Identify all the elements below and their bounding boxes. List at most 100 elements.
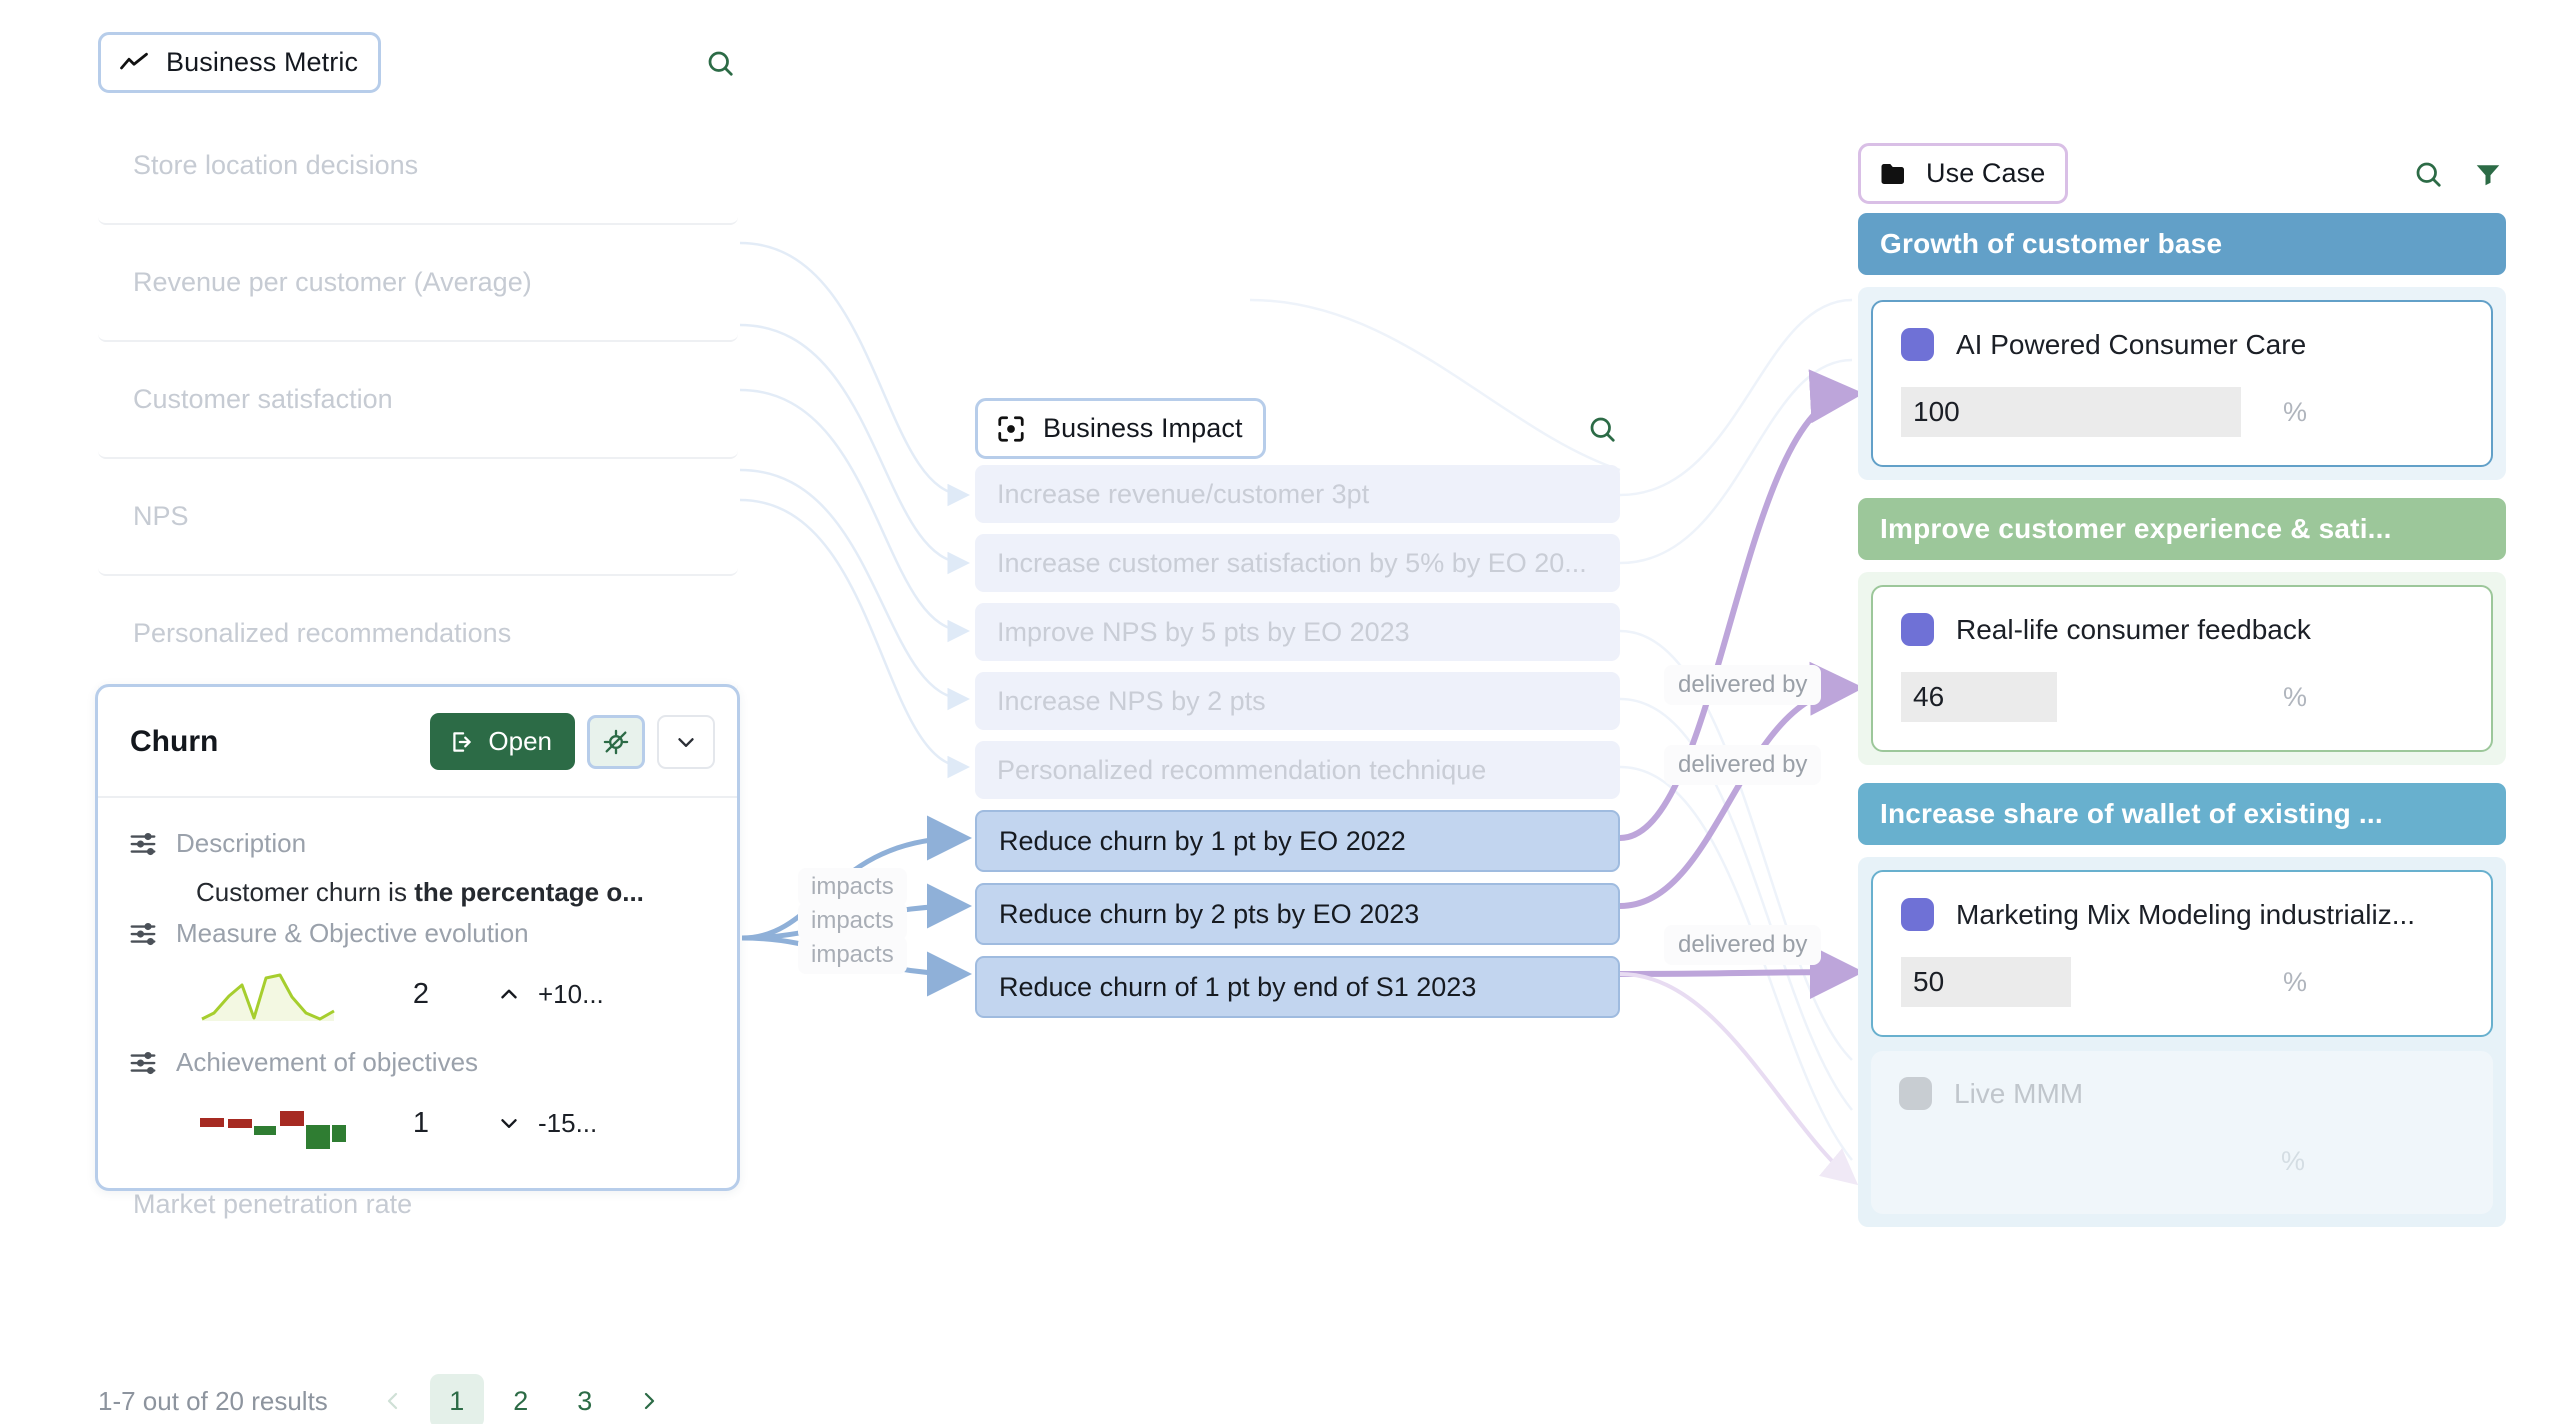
folder-icon: [1879, 159, 1909, 189]
edge-label-delivered-by: delivered by: [1664, 745, 1822, 785]
use-case-type-label: Use Case: [1926, 158, 2046, 188]
edge-label-impacts: impacts: [798, 868, 907, 906]
measure-row-label: Measure & Objective evolution: [128, 918, 707, 949]
use-case-name: AI Powered Consumer Care: [1956, 328, 2307, 360]
use-case-group-header[interactable]: Growth of customer base: [1858, 213, 2506, 275]
achievement-delta-value: -15...: [538, 1107, 598, 1138]
focus-target-icon: [996, 414, 1026, 444]
edge-label-delivered-by: delivered by: [1664, 925, 1822, 965]
use-case-group-body: AI Powered Consumer Care 100 %: [1858, 287, 2506, 480]
impact-list-item[interactable]: Increase customer satisfaction by 5% by …: [975, 534, 1620, 592]
waterfall-chart: [196, 1092, 346, 1154]
achievement-label: Achievement of objectives: [176, 1047, 479, 1077]
achievement-delta: -15...: [496, 1108, 597, 1139]
use-case-card-header: AI Powered Consumer Care: [1901, 328, 2463, 361]
focus-off-icon-button[interactable]: [587, 714, 645, 769]
use-case-group-body: Real-life consumer feedback 46 %: [1858, 572, 2506, 765]
search-icon[interactable]: [2410, 156, 2446, 192]
metric-card-actions: Open: [430, 713, 715, 770]
edge-label-delivered-by: delivered by: [1664, 665, 1822, 705]
open-button[interactable]: Open: [430, 713, 575, 770]
progress-track: 50: [1901, 957, 2241, 1007]
search-icon[interactable]: [702, 45, 738, 81]
impact-list-item[interactable]: Improve NPS by 5 pts by EO 2023: [975, 603, 1620, 661]
impact-list-item[interactable]: Increase revenue/customer 3pt: [975, 465, 1620, 523]
use-case-card[interactable]: Live MMM %: [1871, 1051, 2493, 1214]
use-case-name: Marketing Mix Modeling industrializ...: [1956, 898, 2416, 930]
trending-line-icon: [119, 48, 149, 78]
metric-list-item[interactable]: Customer satisfaction: [98, 342, 738, 459]
business-metric-panel-header: Business Metric: [98, 32, 738, 93]
percent-symbol: %: [2281, 1145, 2306, 1176]
impact-list-item[interactable]: Personalized recommendation technique: [975, 741, 1620, 799]
search-icon[interactable]: [1584, 411, 1620, 447]
percent-symbol: %: [2283, 966, 2308, 997]
pagination-page-2[interactable]: 2: [494, 1374, 548, 1424]
use-case-list: Growth of customer base AI Powered Consu…: [1858, 213, 2506, 1245]
impact-list-item[interactable]: Reduce churn by 1 pt by EO 2022: [975, 810, 1620, 872]
focus-off-icon: [602, 728, 630, 756]
metric-card-header: Churn Open: [98, 687, 737, 798]
use-case-name: Real-life consumer feedback: [1956, 613, 2311, 645]
measure-delta-value: +10...: [538, 978, 604, 1009]
measure-label: Measure & Objective evolution: [176, 918, 529, 948]
pagination-next-button[interactable]: [622, 1374, 676, 1424]
measure-value: 2: [412, 977, 430, 1010]
impact-list-item[interactable]: Reduce churn of 1 pt by end of S1 2023: [975, 956, 1620, 1018]
use-case-card-header: Live MMM: [1899, 1077, 2465, 1110]
use-case-type-chip[interactable]: Use Case: [1858, 143, 2069, 204]
metric-list-item[interactable]: Revenue per customer (Average): [98, 225, 738, 342]
use-case-group-header[interactable]: Increase share of wallet of existing ...: [1858, 783, 2506, 845]
impact-list-item[interactable]: Increase NPS by 2 pts: [975, 672, 1620, 730]
metric-list-item[interactable]: NPS: [98, 459, 738, 576]
progress-value: 100: [1913, 396, 1960, 427]
progress-fill: [1901, 957, 2071, 1007]
chevron-down-icon: [496, 1110, 522, 1136]
pagination-prev-button[interactable]: [366, 1374, 420, 1424]
expand-chevron-button[interactable]: [657, 714, 715, 769]
use-case-status-dot: [1901, 613, 1934, 646]
business-metric-type-chip[interactable]: Business Metric: [98, 32, 382, 93]
chevron-right-icon: [637, 1389, 661, 1413]
use-case-card[interactable]: Real-life consumer feedback 46 %: [1871, 585, 2493, 752]
progress-track: [1899, 1136, 2239, 1186]
metric-card-title: Churn: [130, 724, 219, 758]
edge-label-impacts: impacts: [798, 902, 907, 940]
pagination-page-1[interactable]: 1: [429, 1374, 484, 1424]
sparkline-chart: [196, 963, 346, 1025]
percent-symbol: %: [2283, 396, 2308, 427]
use-case-progress: 50 %: [1901, 957, 2463, 1007]
pagination-summary: 1-7 out of 20 results: [98, 1385, 328, 1416]
business-metric-list: Store location decisions Revenue per cus…: [98, 108, 738, 1263]
use-case-status-dot: [1901, 898, 1934, 931]
progress-fill: [1901, 387, 2241, 437]
use-case-status-dot: [1899, 1077, 1932, 1110]
metric-card-body: Description Customer churn is the percen…: [98, 798, 737, 1188]
use-case-group-header[interactable]: Improve customer experience & sati...: [1858, 498, 2506, 560]
business-impact-type-chip[interactable]: Business Impact: [975, 398, 1266, 459]
use-case-header-actions: [2410, 156, 2506, 192]
use-case-card[interactable]: AI Powered Consumer Care 100 %: [1871, 300, 2493, 467]
filter-icon[interactable]: [2470, 156, 2506, 192]
achievement-row-label: Achievement of objectives: [128, 1047, 707, 1078]
selected-metric-card[interactable]: Churn Open: [95, 684, 740, 1191]
metric-list-item[interactable]: Store location decisions: [98, 108, 738, 225]
use-case-card[interactable]: Marketing Mix Modeling industrializ... 5…: [1871, 870, 2493, 1037]
chevron-left-icon: [381, 1389, 405, 1413]
open-button-label: Open: [488, 726, 552, 756]
impact-list-item[interactable]: Reduce churn by 2 pts by EO 2023: [975, 883, 1620, 945]
use-case-card-header: Real-life consumer feedback: [1901, 613, 2463, 646]
description-text-bold: the percentage o...: [414, 877, 644, 907]
external-link-icon: [449, 729, 475, 755]
edge-label-impacts: impacts: [798, 936, 907, 974]
description-label: Description: [176, 828, 307, 858]
metric-list-item[interactable]: Personalized recommendations: [98, 576, 738, 693]
description-text: Customer churn is the percentage o...: [196, 877, 707, 908]
use-case-progress: 46 %: [1901, 672, 2463, 722]
pagination-page-3[interactable]: 3: [558, 1374, 612, 1424]
achievement-value: 1: [412, 1106, 430, 1139]
progress-fill: [1901, 672, 2058, 722]
measure-delta: +10...: [496, 979, 604, 1010]
business-impact-type-label: Business Impact: [1043, 413, 1243, 443]
